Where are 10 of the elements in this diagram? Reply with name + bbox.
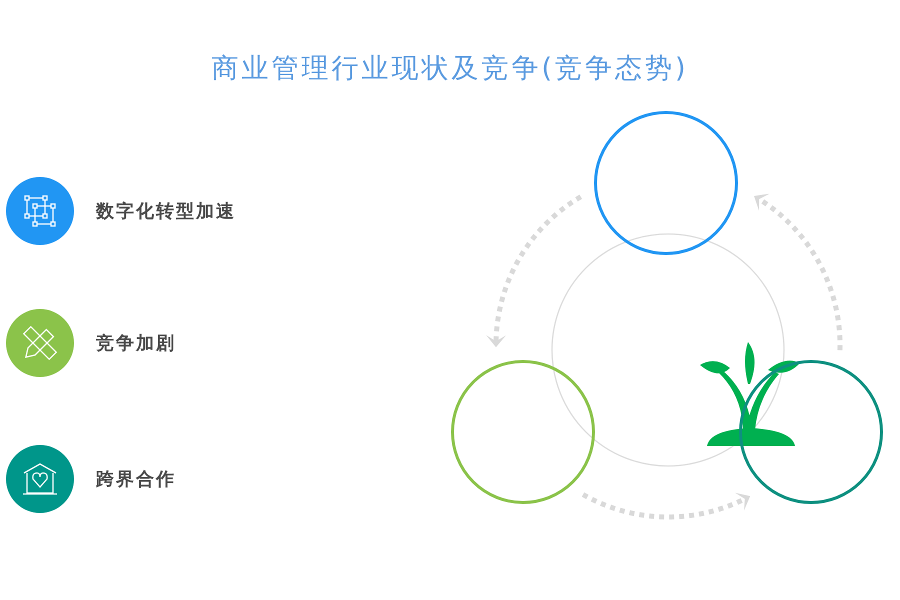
dotted-arrow	[486, 194, 582, 348]
item-label: 竞争加剧	[96, 332, 176, 355]
item-label: 数字化转型加速	[96, 200, 236, 223]
item-label: 跨界合作	[96, 468, 176, 491]
empty-circle	[739, 360, 883, 504]
dotted-arrow	[581, 492, 750, 520]
empty-circle	[451, 360, 595, 504]
title: 商业管理行业现状及竞争(竞争态势)	[210, 52, 690, 86]
dotted-arrow	[754, 194, 842, 352]
empty-circle	[594, 111, 738, 255]
